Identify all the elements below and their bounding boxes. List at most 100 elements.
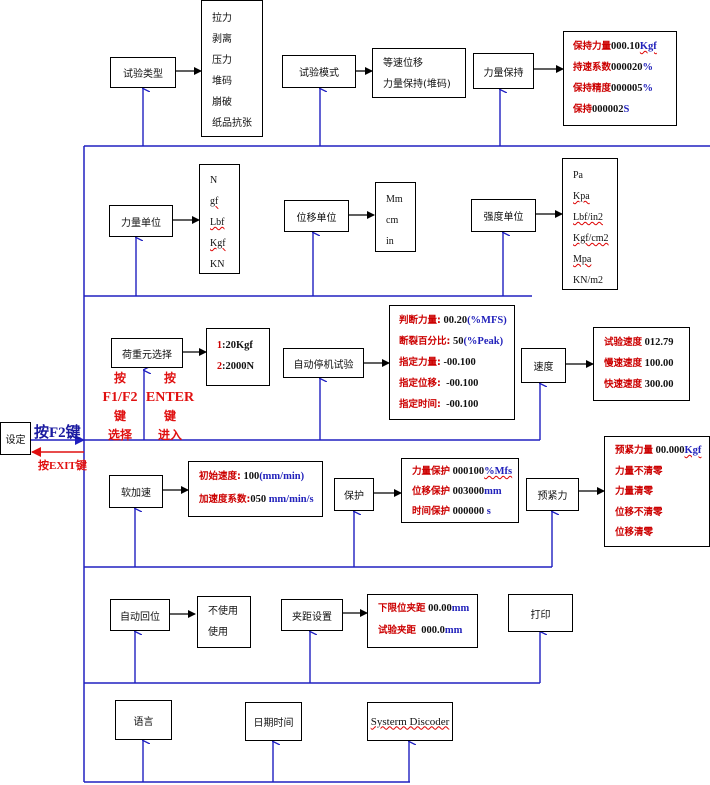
param-row[interactable]: 断裂百分比: 50(%Peak) bbox=[399, 331, 514, 352]
param-row[interactable]: 持速系数000020% bbox=[573, 57, 676, 78]
param-value: -00.100 bbox=[440, 378, 479, 389]
force-unit-node[interactable]: 力量单位 bbox=[109, 205, 173, 237]
param-row[interactable]: 力量保护 000100%Mfs bbox=[412, 462, 518, 482]
option[interactable]: 纸品抗张 bbox=[212, 118, 252, 129]
option[interactable]: 剥离 bbox=[212, 34, 232, 45]
option[interactable]: KN/m2 bbox=[573, 275, 603, 286]
force-hold-label: 力量保持 bbox=[483, 67, 524, 79]
param-row[interactable]: 力量不清零 bbox=[615, 462, 709, 483]
auto-stop-test-label: 自动停机试验 bbox=[293, 359, 354, 371]
option[interactable]: Kgf/cm2 bbox=[573, 233, 609, 244]
param-label: 加速度系数: bbox=[199, 494, 251, 505]
preload-node[interactable]: 预紧力 bbox=[526, 478, 579, 511]
option[interactable]: Lbf bbox=[210, 217, 225, 228]
param-row[interactable]: 试验夹距 000.0mm bbox=[378, 620, 477, 642]
option[interactable]: 堆码 bbox=[212, 76, 232, 87]
param-label: 预紧力量 bbox=[615, 445, 654, 456]
param-row[interactable]: 力量清零 bbox=[615, 482, 709, 503]
param-unit: %Mfs bbox=[484, 466, 513, 477]
protection-node[interactable]: 保护 bbox=[334, 478, 374, 511]
param-row[interactable]: 位移不清零 bbox=[615, 503, 709, 524]
param-label: 力量清零 bbox=[615, 486, 654, 497]
param-label: 判断力量: bbox=[399, 315, 441, 326]
option[interactable]: 1:20Kgf bbox=[217, 335, 269, 356]
param-row[interactable]: 慢速速度 100.00 bbox=[604, 353, 689, 374]
f1-f2-select-hint: 按 F1/F2 键 选择 bbox=[92, 369, 148, 445]
param-row[interactable]: 判断力量: 00.20(%MFS) bbox=[399, 310, 514, 331]
param-value: -00.100 bbox=[440, 399, 479, 410]
option[interactable]: 拉力 bbox=[212, 13, 232, 24]
option[interactable]: gf bbox=[210, 196, 219, 207]
date-time-node[interactable]: 日期时间 bbox=[245, 702, 302, 741]
clamp-setting-node[interactable]: 夹距设置 bbox=[281, 599, 343, 631]
speed-label: 速度 bbox=[533, 362, 554, 373]
test-mode-node[interactable]: 试验模式 bbox=[282, 55, 356, 88]
test-type-label: 试验类型 bbox=[123, 69, 163, 80]
option[interactable]: Kgf bbox=[210, 238, 226, 249]
param-value: 100 bbox=[240, 471, 260, 482]
option[interactable]: Mpa bbox=[573, 254, 592, 265]
clamp-setting-label: 夹距设置 bbox=[292, 611, 332, 623]
settings-root[interactable]: 设定 bbox=[0, 422, 31, 455]
param-label: 指定位移: bbox=[399, 378, 441, 389]
displacement-unit-node[interactable]: 位移单位 bbox=[284, 200, 349, 232]
hint-line: 按 bbox=[113, 371, 126, 385]
option[interactable]: Lbf/in2 bbox=[573, 212, 603, 223]
option[interactable]: 崩破 bbox=[212, 97, 232, 108]
param-unit: mm bbox=[444, 625, 463, 636]
param-row[interactable]: 加速度系数:050 mm/min/s bbox=[199, 488, 322, 511]
param-label: 保持 bbox=[573, 104, 593, 115]
strength-unit-node[interactable]: 强度单位 bbox=[471, 199, 536, 232]
param-row[interactable]: 保持精度000005% bbox=[573, 78, 676, 99]
param-label: 试验速度 bbox=[604, 337, 643, 348]
param-row[interactable]: 快速速度 300.00 bbox=[604, 374, 689, 395]
param-row[interactable]: 位移保护 003000mm bbox=[412, 482, 518, 502]
auto-stop-test-node[interactable]: 自动停机试验 bbox=[283, 348, 364, 378]
param-row[interactable]: 指定力量: -00.100 bbox=[399, 352, 514, 373]
load-cell-node[interactable]: 荷重元选择 bbox=[111, 338, 183, 368]
language-node[interactable]: 语言 bbox=[115, 700, 172, 740]
system-decoder-label: Systerm Discoder bbox=[370, 715, 450, 728]
option[interactable]: 使用 bbox=[208, 627, 228, 638]
option[interactable]: KN bbox=[210, 259, 225, 270]
speed-node[interactable]: 速度 bbox=[521, 348, 566, 383]
auto-return-label: 自动回位 bbox=[120, 611, 160, 623]
option[interactable]: 等速位移 bbox=[383, 58, 423, 69]
param-value: 000100 bbox=[450, 466, 485, 477]
option[interactable]: in bbox=[386, 236, 394, 247]
system-decoder-node[interactable]: Systerm Discoder bbox=[367, 702, 453, 741]
param-row[interactable]: 位移清零 bbox=[615, 523, 709, 544]
param-row[interactable]: 预紧力量 00.000Kgf bbox=[615, 441, 709, 462]
hint-line: 选择 bbox=[107, 428, 132, 442]
option[interactable]: 不使用 bbox=[208, 606, 238, 617]
soft-accel-node[interactable]: 软加速 bbox=[109, 475, 163, 508]
option[interactable]: Kpa bbox=[573, 191, 590, 202]
auto-return-node[interactable]: 自动回位 bbox=[110, 599, 170, 631]
param-value: 100.00 bbox=[642, 358, 674, 369]
option[interactable]: Pa bbox=[573, 170, 583, 181]
param-row[interactable]: 时间保护 000000 s bbox=[412, 502, 518, 522]
param-row[interactable]: 试验速度 012.79 bbox=[604, 332, 689, 353]
print-node[interactable]: 打印 bbox=[508, 594, 573, 632]
param-row[interactable]: 下限位夹距 00.00mm bbox=[378, 598, 477, 620]
param-row[interactable]: 保持力量000.10Kgf bbox=[573, 36, 676, 57]
test-type-node[interactable]: 试验类型 bbox=[110, 57, 176, 88]
force-hold-node[interactable]: 力量保持 bbox=[473, 53, 534, 89]
option[interactable]: cm bbox=[386, 215, 399, 226]
param-row[interactable]: 指定时间: -00.100 bbox=[399, 394, 514, 415]
option-text: :2000N bbox=[222, 361, 255, 372]
option[interactable]: 2:2000N bbox=[217, 356, 269, 377]
param-unit: (mm/min) bbox=[259, 471, 305, 482]
hint-line: F1/F2 bbox=[102, 390, 138, 405]
param-row[interactable]: 指定位移: -00.100 bbox=[399, 373, 514, 394]
option[interactable]: 力量保持(堆码) bbox=[383, 79, 451, 90]
option[interactable]: N bbox=[210, 175, 218, 186]
param-row[interactable]: 保持000002S bbox=[573, 99, 676, 120]
param-unit: s bbox=[486, 506, 491, 517]
hint-line: 键 bbox=[113, 409, 126, 423]
param-row[interactable]: 初始速度: 100(mm/min) bbox=[199, 465, 322, 488]
option[interactable]: 压力 bbox=[212, 55, 232, 66]
option[interactable]: Mm bbox=[386, 194, 403, 205]
